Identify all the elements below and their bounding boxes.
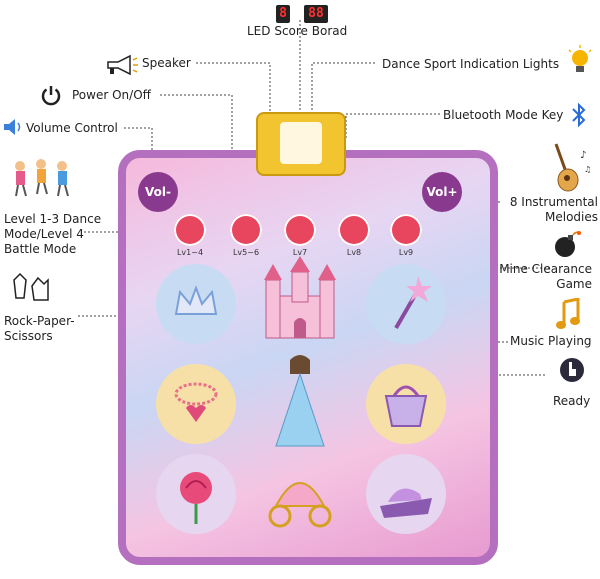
svg-text:♫: ♫ — [584, 165, 591, 174]
pad-slipper[interactable] — [366, 454, 446, 534]
rose-icon — [180, 472, 212, 524]
label-bluetooth: Bluetooth Mode Key — [443, 108, 564, 122]
lightbulb-icon — [568, 45, 592, 72]
pad-necklace[interactable] — [156, 364, 236, 444]
handbag-icon — [384, 385, 428, 427]
kids-dancing-icon — [15, 159, 69, 197]
pad-carriage[interactable] — [252, 450, 348, 534]
bomb-icon — [555, 231, 581, 257]
vol-plus-button[interactable]: Vol+ — [422, 172, 462, 212]
mode-button-lv7[interactable] — [284, 214, 316, 246]
label-music-playing: Music Playing — [510, 334, 592, 348]
label-led-score-board: LED Score Borad — [247, 24, 348, 38]
hand-gesture-icon — [13, 272, 49, 301]
label-power: Power On/Off — [72, 88, 151, 102]
label-level-mode: Level 1-3 Dance Mode/Level 4 Battle Mode — [4, 212, 102, 256]
mode-label: Lv1~4 — [176, 248, 204, 257]
pad-rose[interactable] — [156, 454, 236, 534]
pad-wand[interactable] — [366, 264, 446, 344]
svg-text:♪: ♪ — [580, 150, 586, 161]
label-speaker: Speaker — [142, 56, 191, 70]
led-digit-left: 8 — [276, 5, 290, 23]
bluetooth-icon — [572, 102, 586, 128]
mode-label: Lv7 — [292, 248, 308, 257]
pad-princess[interactable] — [258, 350, 342, 450]
control-panel — [256, 112, 346, 176]
wand-icon — [394, 276, 432, 330]
power-icon — [41, 86, 61, 106]
mode-button-lv8[interactable] — [338, 214, 370, 246]
necklace-icon — [174, 382, 218, 422]
label-dance-sport-lights: Dance Sport Indication Lights — [382, 57, 560, 71]
label-instrumental: 8 Instrumental Melodies — [509, 195, 598, 224]
princess-icon — [275, 355, 325, 447]
carriage-icon — [268, 482, 332, 528]
megaphone-icon — [107, 54, 138, 76]
led-digit-right: 88 — [304, 5, 328, 23]
control-panel-screen — [280, 122, 322, 164]
label-rps: Rock-Paper-Scissors — [4, 314, 75, 343]
pointer-hand-icon — [560, 358, 584, 382]
mode-button-lv5-6[interactable] — [230, 214, 262, 246]
music-note-icon — [556, 298, 580, 329]
label-mine-clearance: Mine Clearance Game — [499, 262, 592, 291]
label-volume: Volume Control — [26, 121, 118, 135]
label-ready: Ready — [553, 394, 591, 408]
pad-crown[interactable] — [156, 264, 236, 344]
vol-minus-button[interactable]: Vol- — [138, 172, 178, 212]
pad-castle[interactable] — [256, 256, 344, 344]
mode-label: Lv8 — [346, 248, 362, 257]
mode-button-lv9[interactable] — [390, 214, 422, 246]
pad-handbag[interactable] — [366, 364, 446, 444]
mode-button-lv1-4[interactable] — [174, 214, 206, 246]
slipper-icon — [380, 488, 432, 518]
mode-label: Lv9 — [398, 248, 414, 257]
crown-icon — [174, 285, 218, 315]
mode-label: Lv5~6 — [232, 248, 260, 257]
castle-icon — [264, 256, 336, 339]
guitar-icon: ♪ ♫ — [554, 143, 591, 192]
speaker-volume-icon — [4, 119, 21, 135]
